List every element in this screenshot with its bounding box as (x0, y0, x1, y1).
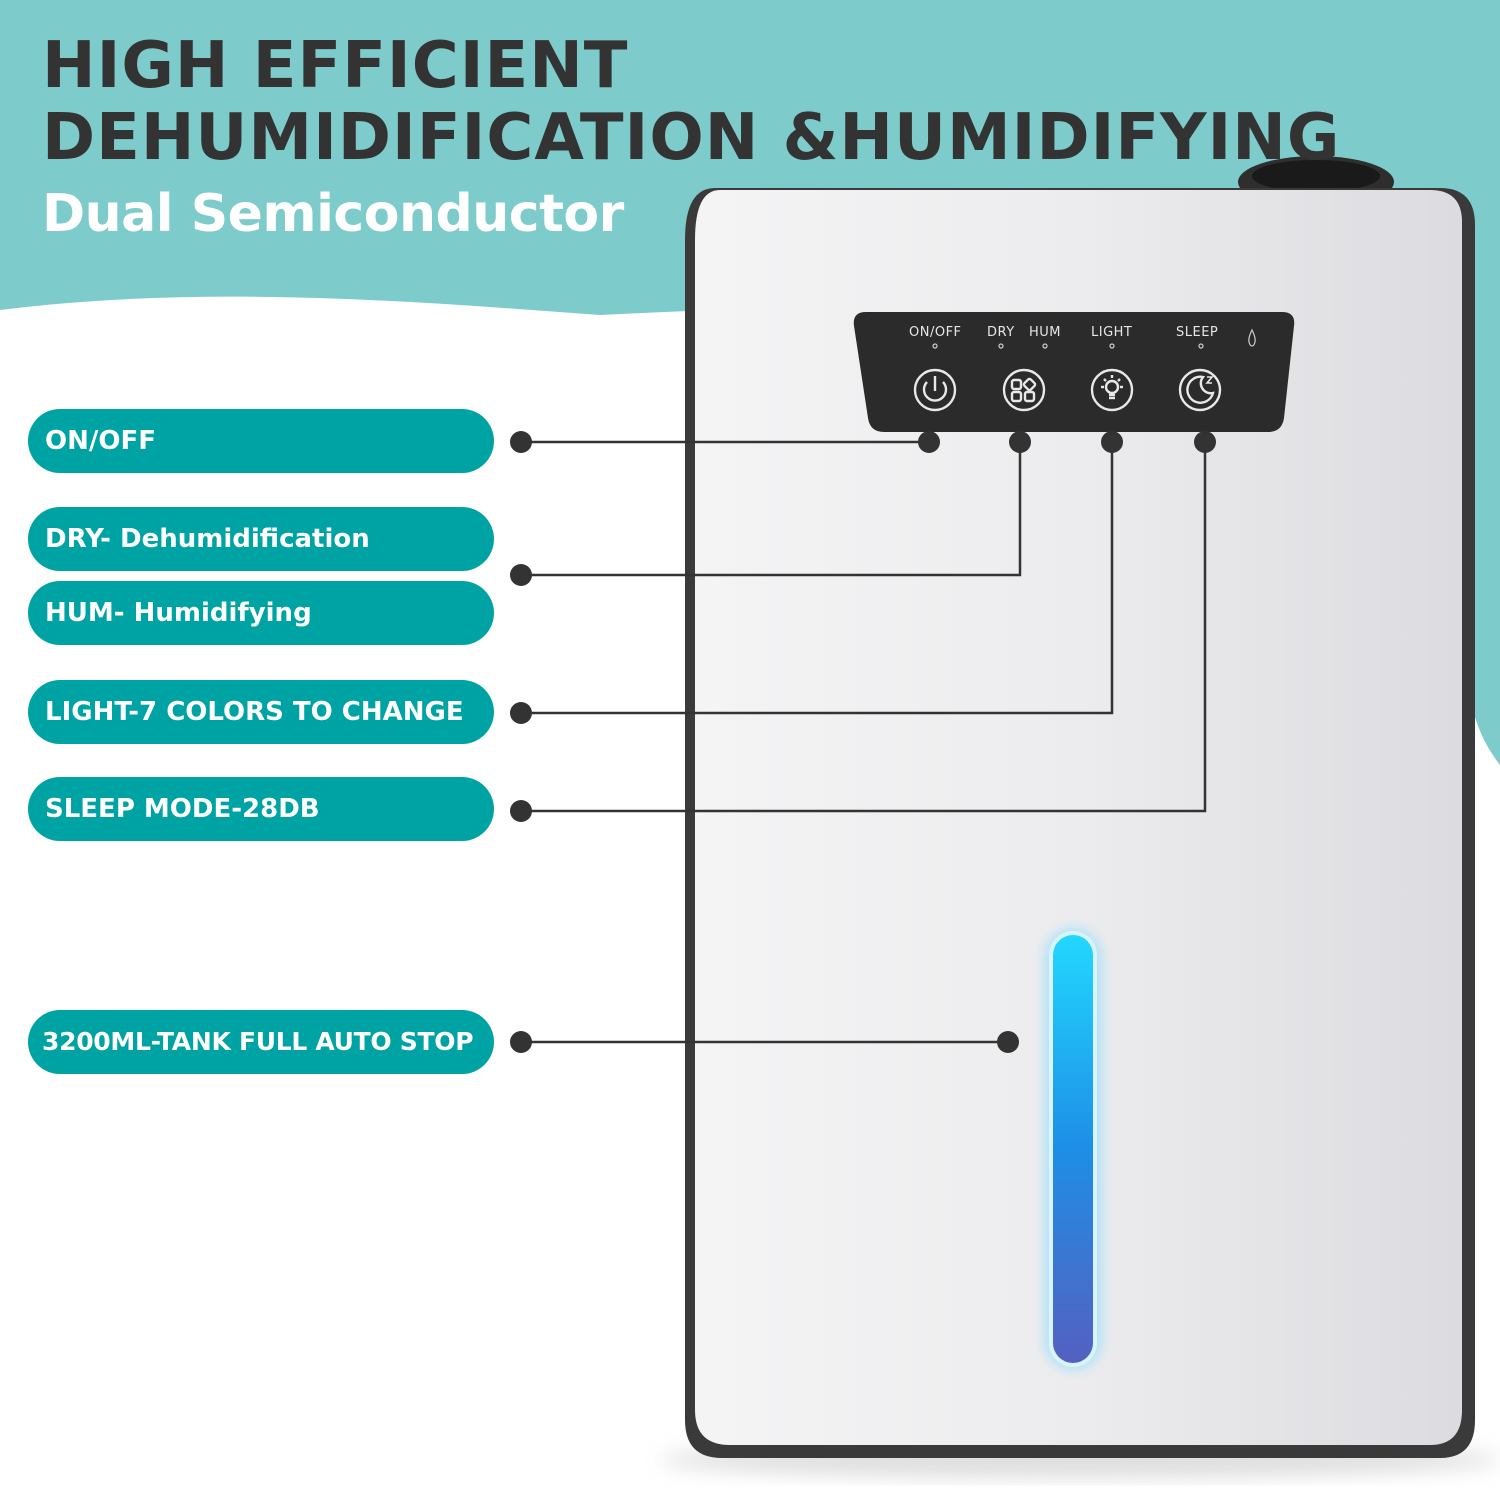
panel-label-onoff: ON/OFF (909, 325, 962, 340)
connector-lines (522, 440, 1207, 1044)
feature-pill-dry: DRY- Dehumidification (28, 507, 494, 571)
device-body (695, 190, 1462, 1445)
feature-pill-tank: 3200ML-TANK FULL AUTO STOP (28, 1010, 494, 1074)
mode-icon (1002, 368, 1046, 412)
feature-pill-light: LIGHT-7 COLORS TO CHANGE (28, 680, 494, 744)
page-subtitle: Dual Semiconductor (42, 184, 624, 244)
light-bulb-icon (1090, 368, 1134, 412)
page-title: HIGH EFFICIENT DEHUMIDIFICATION &HUMIDIF… (42, 29, 1341, 175)
feature-pill-hum: HUM- Humidifying (28, 581, 494, 645)
feature-pill-onoff: ON/OFF (28, 409, 494, 473)
panel-label-dry: DRY (987, 325, 1015, 340)
water-indicator-light (1053, 935, 1093, 1363)
moon-sleep-icon (1178, 368, 1222, 412)
water-drop-icon (1248, 328, 1256, 347)
panel-label-sleep: SLEEP (1176, 325, 1219, 340)
power-icon (913, 368, 957, 412)
panel-label-light: LIGHT (1091, 325, 1133, 340)
panel-label-hum: HUM (1029, 325, 1062, 340)
connector-dots (510, 431, 1216, 1053)
indicator-dots (932, 343, 1204, 349)
feature-pill-sleep: SLEEP MODE-28DB (28, 777, 494, 841)
